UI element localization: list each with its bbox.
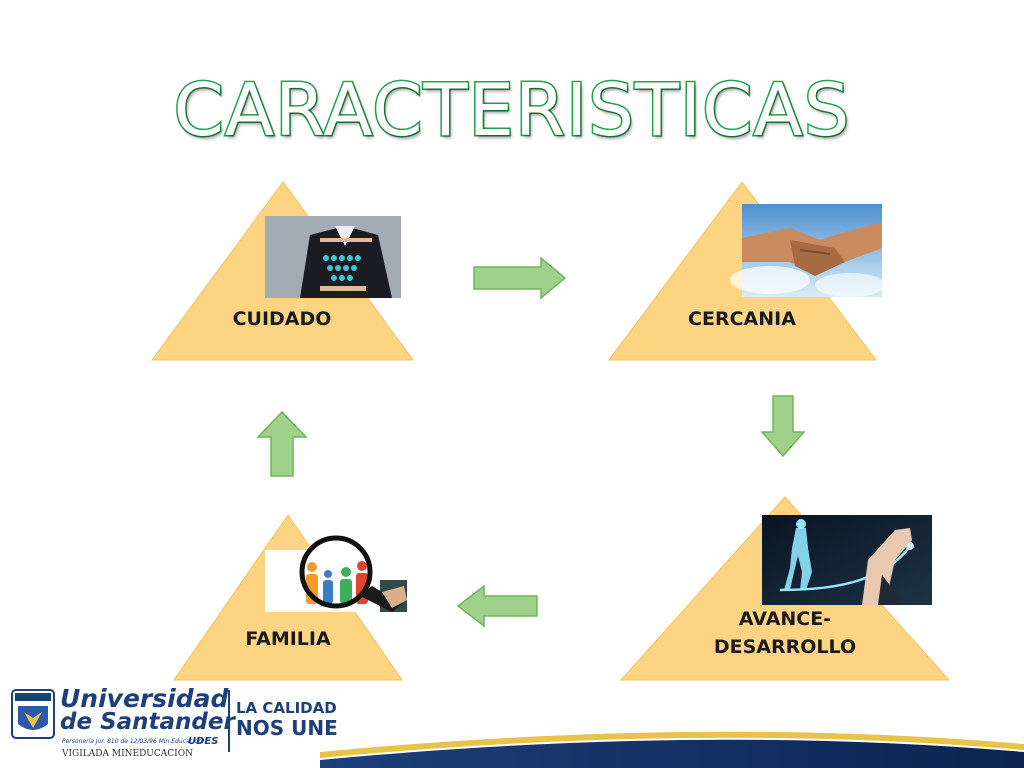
footer-band	[320, 731, 1024, 768]
slide-title: CARACTERISTICAS	[172, 67, 851, 154]
growth-figure-image	[762, 515, 932, 605]
arrow-left	[456, 584, 538, 628]
label-avance: AVANCE- DESARROLLO	[690, 605, 880, 661]
arrow-up	[256, 410, 308, 477]
label-avance-line2: DESARROLLO	[713, 636, 857, 658]
label-avance-line1: AVANCE-	[738, 608, 832, 630]
label-cercania: CERCANIA	[688, 308, 796, 330]
logo-vigilada: VIGILADA MINEDUCACIÓN	[62, 749, 193, 759]
arrow-down	[760, 395, 806, 458]
logo-udes: UDES	[188, 736, 219, 747]
arrow-right	[473, 256, 567, 300]
university-crest-icon	[11, 689, 55, 739]
logo-university-line2: de Santander	[60, 709, 235, 735]
logo-legal-text: Personería Jur. 810 de 12/03/96 Min.Educ…	[62, 738, 203, 745]
logo-slogan-line1: LA CALIDAD	[236, 699, 337, 717]
label-familia: FAMILIA	[245, 628, 331, 650]
logo-university-line1: Universidad	[60, 684, 229, 713]
logo-slogan-line2: NOS UNE	[236, 716, 338, 740]
family-magnifier-image	[265, 535, 407, 612]
handshake-image	[730, 204, 885, 297]
care-hands-image	[265, 216, 401, 298]
label-cuidado: CUIDADO	[232, 308, 332, 330]
